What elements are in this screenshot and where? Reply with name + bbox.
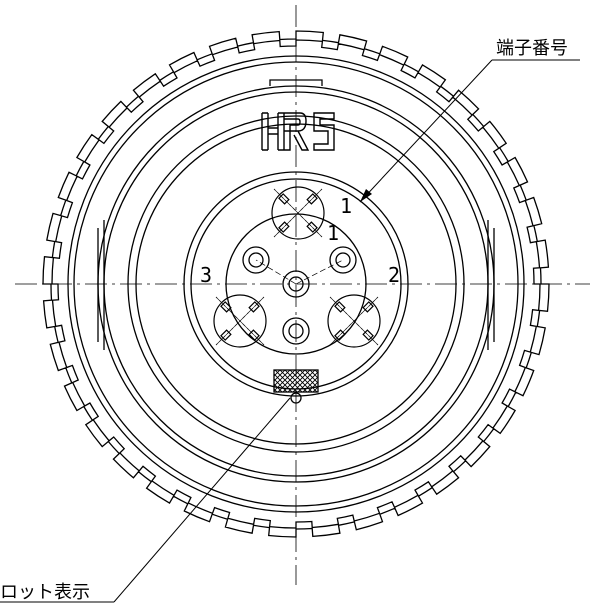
pin-label-3: 3: [200, 263, 212, 287]
callout-lot-marking-text: ロット表示: [0, 582, 90, 603]
large-contact-1: [271, 186, 325, 240]
callout-terminal-number-text: 端子番号: [496, 38, 568, 59]
contact-insert: [183, 171, 409, 404]
large-contact-2: [213, 294, 267, 348]
pin-labels: 1 1 2 3: [200, 194, 400, 287]
callout-lot-marking: ロット表示: [0, 397, 291, 603]
lot-marking-block: [273, 369, 319, 393]
outer-coupling-ring: [42, 30, 550, 538]
pin-label-2: 2: [388, 263, 400, 287]
connector-body-rings: [97, 79, 495, 483]
pin-label-1: 1: [340, 194, 352, 218]
hrs-logo: [261, 112, 335, 151]
small-contacts: [242, 246, 357, 345]
callout-terminal-number: 端子番号: [359, 38, 580, 203]
pin-label-1-small: 1: [327, 221, 339, 245]
large-contact-3: [327, 294, 381, 348]
large-contacts: [213, 186, 381, 348]
